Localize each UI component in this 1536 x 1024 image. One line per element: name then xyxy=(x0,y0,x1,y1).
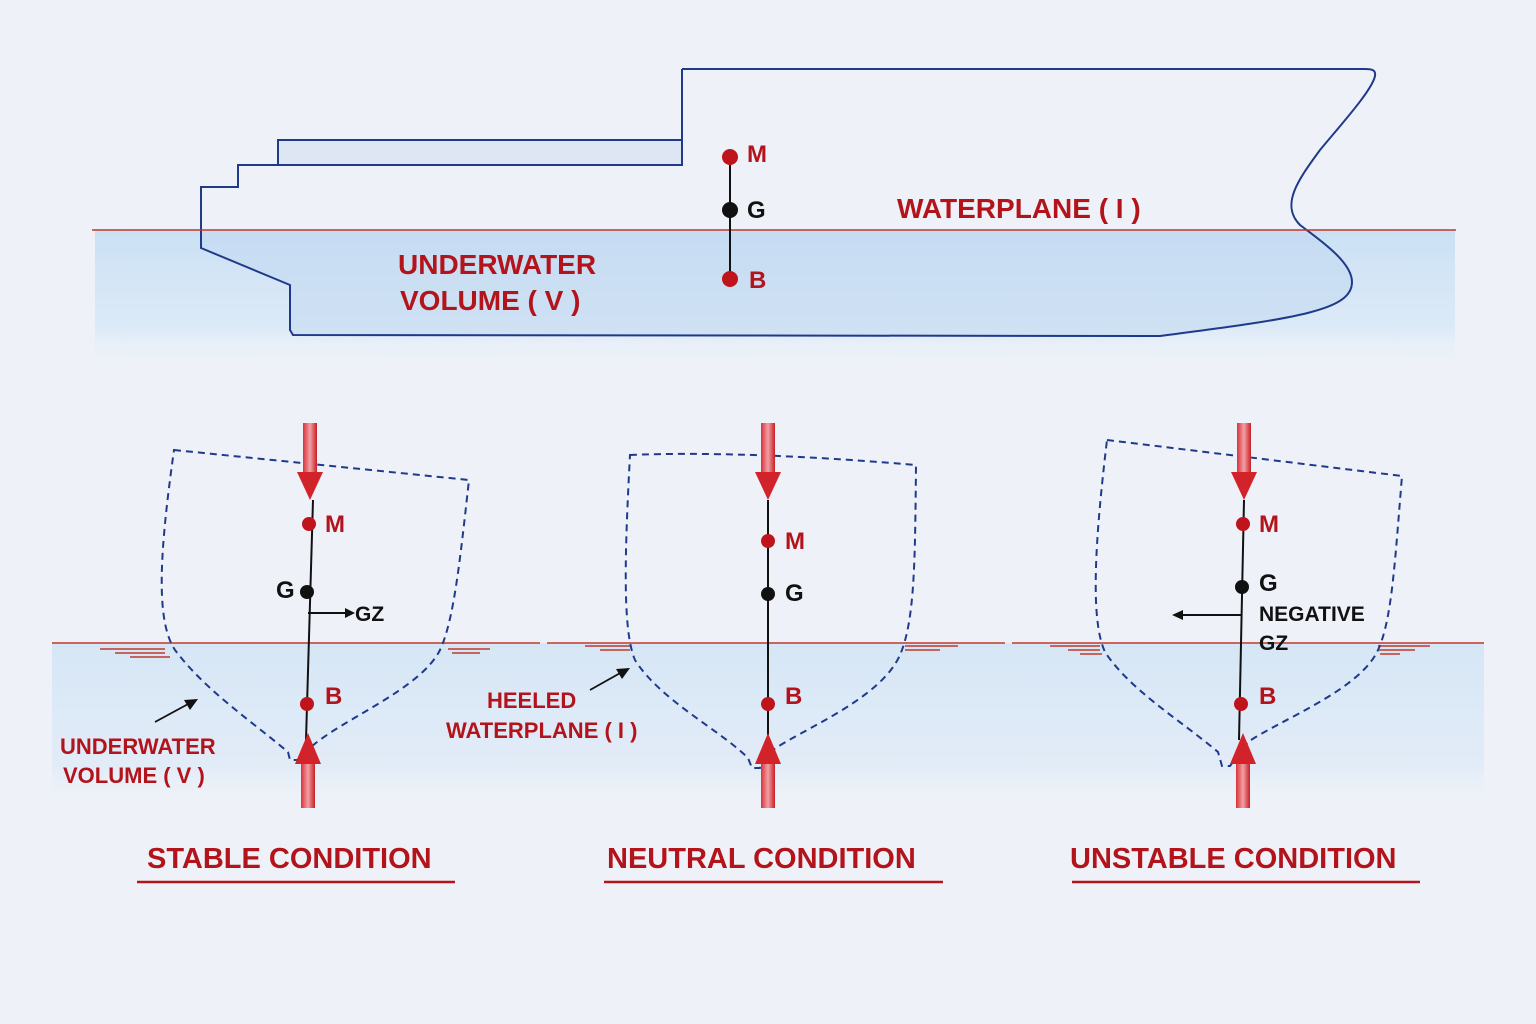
neutral-section: M G B HEELED WATERPLANE ( I ) NEUTRAL CO… xyxy=(446,423,1005,884)
unstable-buoyancy-label: B xyxy=(1259,683,1276,710)
buoyancy-label: B xyxy=(749,267,766,294)
stable-ripple-left xyxy=(100,648,170,658)
stable-gravity-point xyxy=(300,585,314,599)
neutral-buoyancy-point xyxy=(761,697,775,711)
buoyancy-point xyxy=(722,271,738,287)
neutral-ripple-left xyxy=(585,645,630,651)
underwater-volume-label-2: VOLUME ( V ) xyxy=(400,285,580,316)
unstable-weight-arrow-shaft xyxy=(1237,423,1251,475)
stable-metacentre-point xyxy=(302,517,316,531)
neutral-ripple-right xyxy=(905,645,958,651)
neutral-heeled-label-2: WATERPLANE ( I ) xyxy=(446,718,637,743)
unstable-buoyancy-arrow-shaft xyxy=(1236,760,1250,808)
neutral-weight-arrow-head xyxy=(755,472,781,500)
unstable-metacentre-point xyxy=(1236,517,1250,531)
stable-buoyancy-label: B xyxy=(325,683,342,710)
stable-title: STABLE CONDITION xyxy=(147,843,432,875)
neutral-gravity-label: G xyxy=(785,580,804,607)
stable-buoyancy-arrow-shaft xyxy=(301,760,315,808)
neutral-heeled-label-1: HEELED xyxy=(487,688,576,713)
stable-underwater-label-1: UNDERWATER xyxy=(60,734,216,759)
unstable-buoyancy-arrow-head xyxy=(1230,733,1256,764)
unstable-gz-arrow-head xyxy=(1172,610,1183,620)
stable-volume-pointer-head xyxy=(184,699,198,710)
metacentre-point xyxy=(722,149,738,165)
stable-volume-pointer-line xyxy=(154,702,191,723)
stable-section: M G GZ B UNDERWATER VOLUME ( V ) STABLE … xyxy=(52,423,540,884)
unstable-gz-label-1: NEGATIVE xyxy=(1259,603,1365,626)
neutral-buoyancy-arrow-shaft xyxy=(761,760,775,808)
stable-weight-arrow-shaft xyxy=(303,423,317,475)
stable-buoyancy-point xyxy=(300,697,314,711)
unstable-gravity-label: G xyxy=(1259,570,1278,597)
unstable-title: UNSTABLE CONDITION xyxy=(1070,843,1397,875)
metacentre-label: M xyxy=(747,141,767,168)
stable-buoyancy-arrow-head xyxy=(295,733,321,764)
unstable-gz-label-2: GZ xyxy=(1259,632,1288,655)
unstable-weight-arrow-head xyxy=(1231,472,1257,500)
gravity-label: G xyxy=(747,197,766,224)
neutral-metacentre-point xyxy=(761,534,775,548)
neutral-waterplane-pointer-line xyxy=(589,671,623,691)
stable-gravity-label: G xyxy=(276,577,295,604)
stable-metacentre-label: M xyxy=(325,511,345,538)
profile-view: M G B WATERPLANE ( I ) UNDERWATER VOLUME… xyxy=(92,68,1456,370)
unstable-section: M G NEGATIVE GZ B UNSTABLE CONDITION xyxy=(1012,423,1484,884)
waterplane-label: WATERPLANE ( I ) xyxy=(897,193,1141,224)
stable-gz-arrow-head xyxy=(345,608,355,618)
stable-gz-label: GZ xyxy=(355,603,384,626)
neutral-title: NEUTRAL CONDITION xyxy=(607,843,916,875)
stable-ripple-right xyxy=(448,648,490,654)
neutral-buoyancy-label: B xyxy=(785,683,802,710)
neutral-buoyancy-arrow-head xyxy=(755,733,781,764)
gravity-point xyxy=(722,202,738,218)
stable-weight-arrow-head xyxy=(297,472,323,500)
unstable-ripple-left xyxy=(1050,645,1102,655)
neutral-waterplane-pointer-head xyxy=(616,668,630,679)
underwater-volume-label-1: UNDERWATER xyxy=(398,249,596,280)
superstructure-deck xyxy=(277,139,683,166)
unstable-buoyancy-point xyxy=(1234,697,1248,711)
unstable-ripple-right xyxy=(1378,645,1430,655)
stable-underwater-label-2: VOLUME ( V ) xyxy=(63,763,205,788)
unstable-metacentre-label: M xyxy=(1259,511,1279,538)
unstable-gravity-point xyxy=(1235,580,1249,594)
neutral-metacentre-label: M xyxy=(785,528,805,555)
hull-outline xyxy=(200,68,1377,338)
underwater-hull-shade xyxy=(201,230,1352,336)
neutral-weight-arrow-shaft xyxy=(761,423,775,475)
neutral-gravity-point xyxy=(761,587,775,601)
neutral-hull-outline xyxy=(624,452,918,769)
